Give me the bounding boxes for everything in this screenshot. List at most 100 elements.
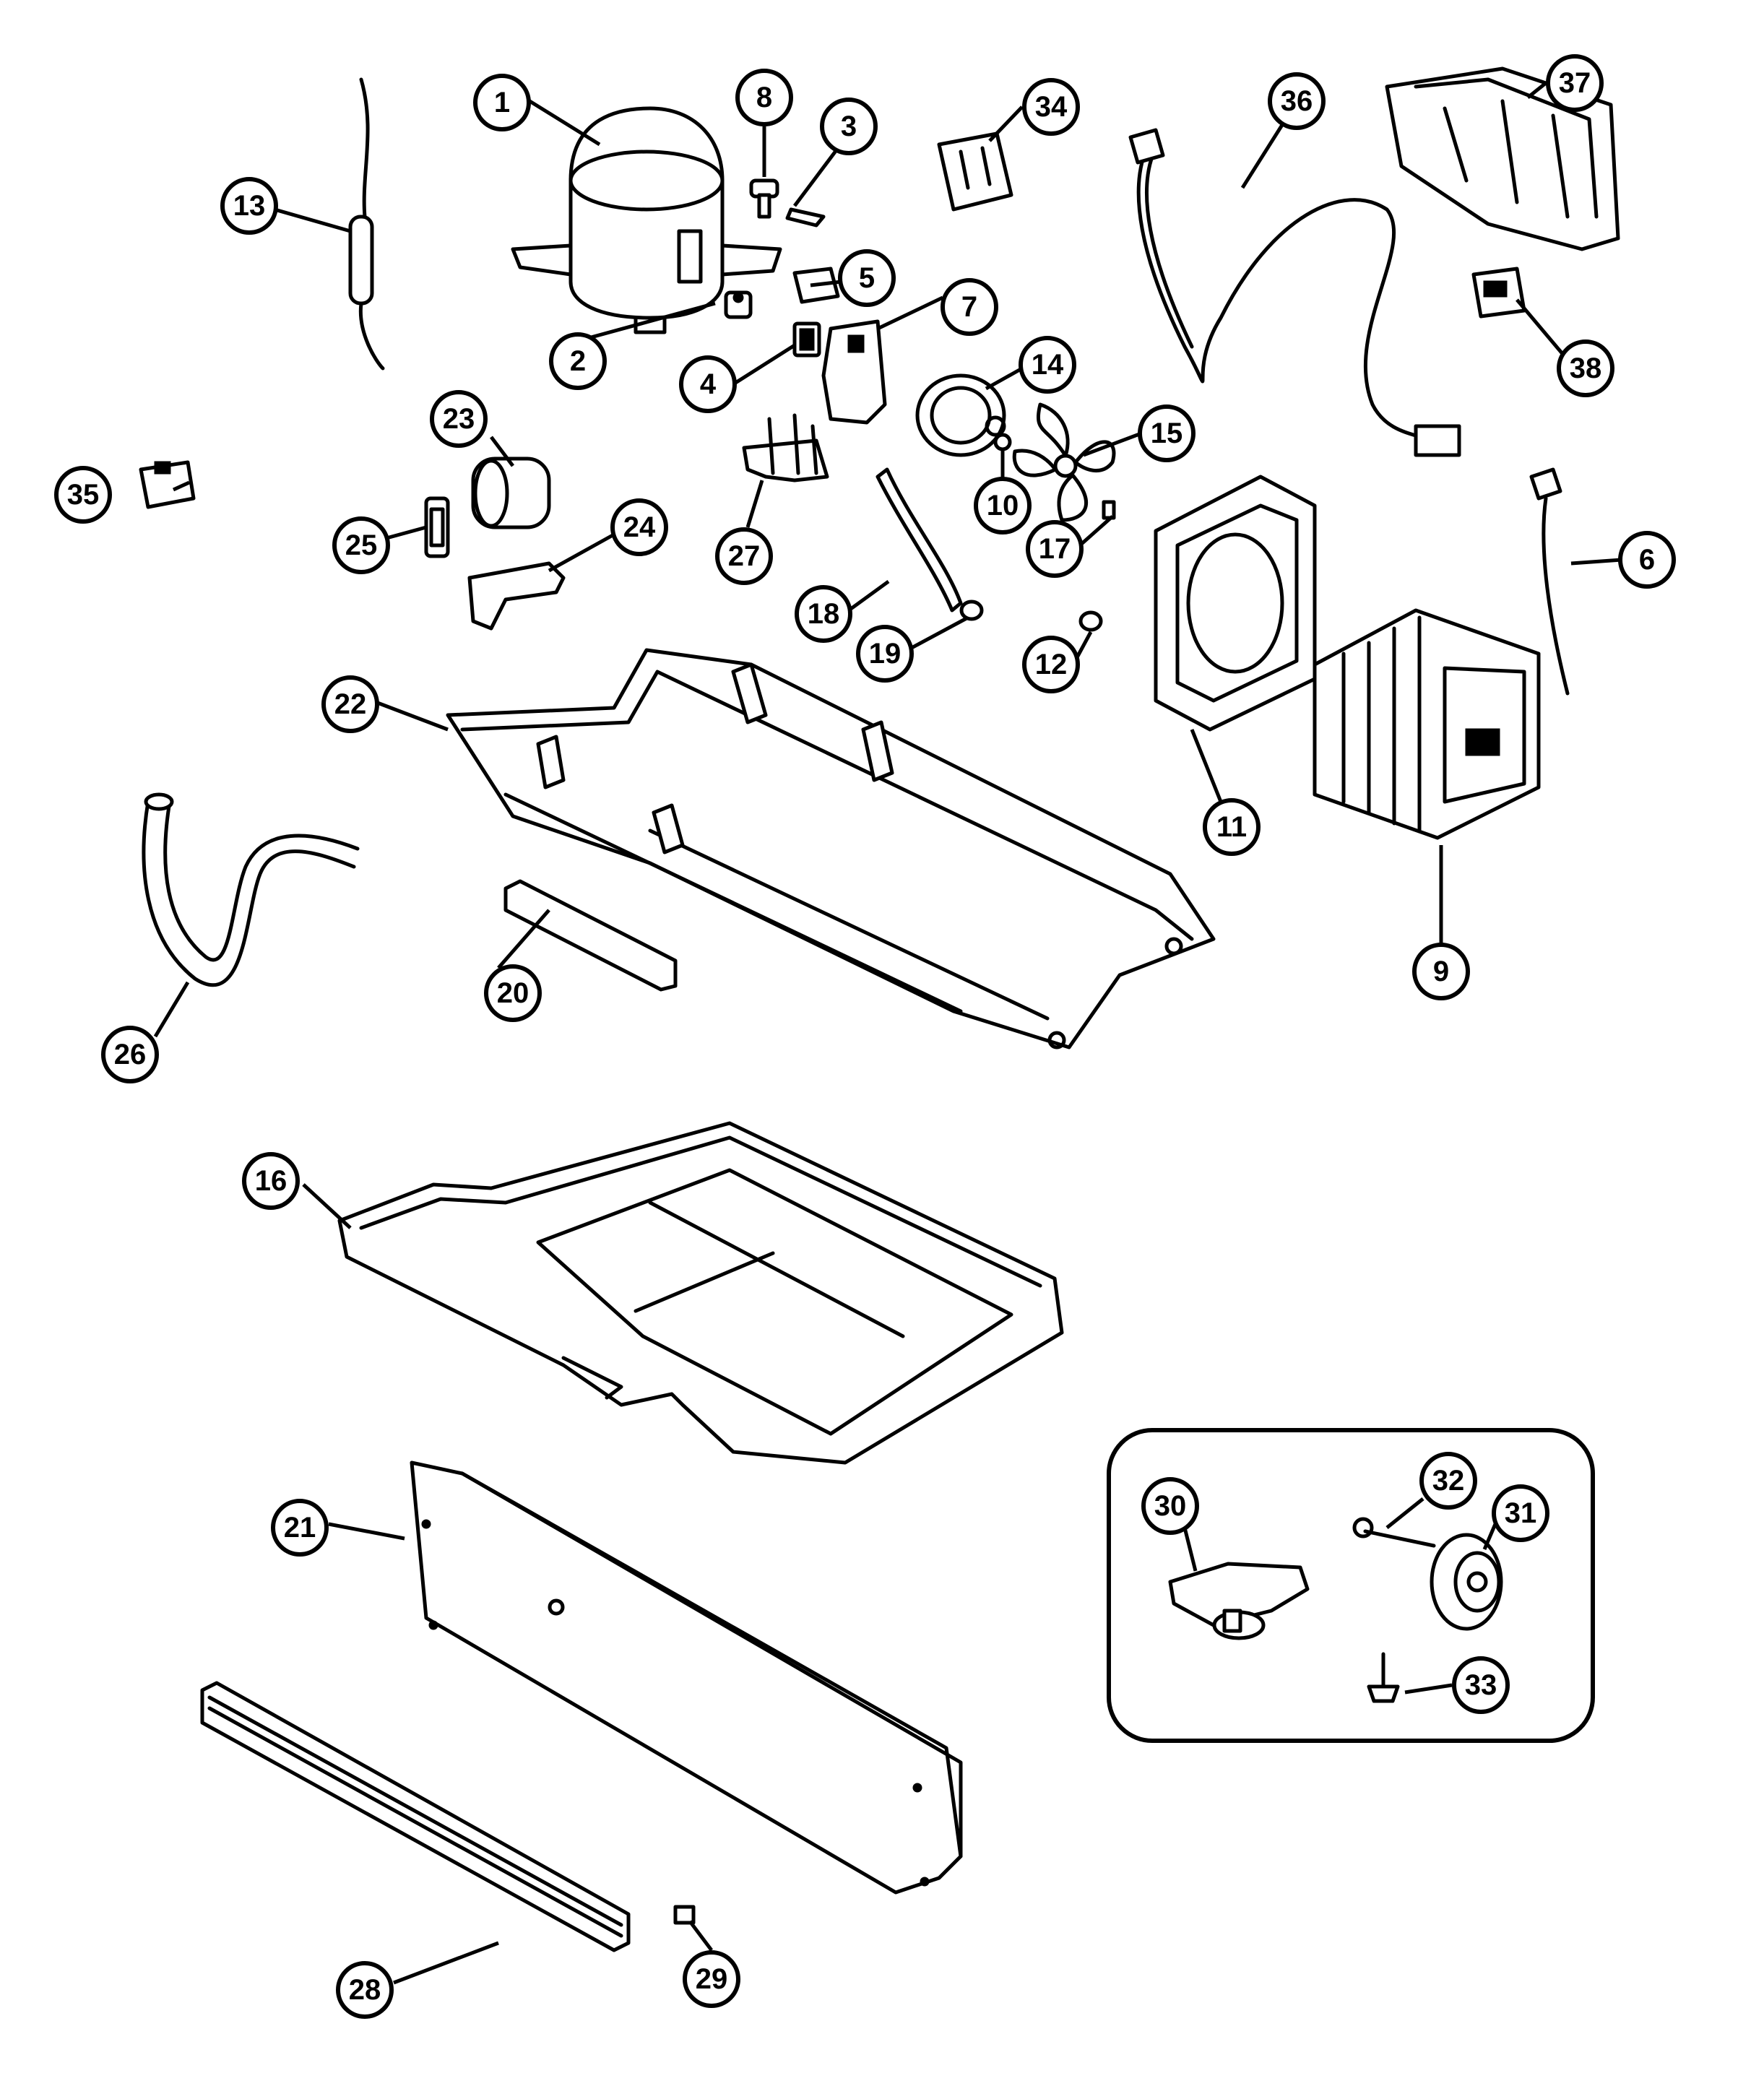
callout-30: 30	[1141, 1477, 1199, 1535]
part-38-switch	[1471, 267, 1526, 319]
part-20-rod	[503, 879, 678, 992]
svg-text:22: 22	[334, 688, 367, 720]
svg-text:16: 16	[255, 1165, 287, 1197]
svg-text:20: 20	[497, 977, 529, 1009]
svg-text:27: 27	[728, 540, 761, 572]
svg-text:31: 31	[1505, 1497, 1537, 1529]
part-18-bracket	[875, 467, 963, 613]
callout-10: 10	[974, 477, 1032, 535]
svg-text:28: 28	[349, 1974, 381, 2006]
part-33-leveling-leg	[1367, 1652, 1400, 1703]
inset-frame	[1107, 1428, 1595, 1743]
callout-21: 21	[271, 1499, 329, 1557]
svg-text:9: 9	[1433, 956, 1449, 987]
callout-9: 9	[1412, 943, 1470, 1000]
callout-6: 6	[1618, 531, 1676, 589]
svg-text:4: 4	[700, 368, 717, 400]
callout-5: 5	[838, 249, 896, 307]
part-28-grille	[200, 1681, 631, 1952]
part-16-drain-pan	[337, 1121, 1064, 1465]
callout-20: 20	[484, 964, 542, 1022]
part-13-drier	[348, 77, 385, 371]
part-8-screw	[749, 178, 779, 219]
svg-text:25: 25	[345, 529, 378, 561]
svg-text:13: 13	[233, 190, 266, 222]
callout-16: 16	[242, 1152, 300, 1210]
part-27-terminal	[742, 413, 829, 482]
part-35-switch	[139, 460, 196, 509]
part-36-power-cord	[1128, 128, 1461, 457]
part-7-start-relay	[821, 319, 887, 425]
svg-text:17: 17	[1039, 533, 1071, 565]
svg-text:14: 14	[1032, 349, 1064, 381]
svg-text:36: 36	[1281, 85, 1313, 117]
part-31-roller	[1430, 1533, 1503, 1631]
callout-13: 13	[220, 177, 278, 235]
callout-34: 34	[1022, 78, 1080, 136]
svg-text:6: 6	[1639, 544, 1655, 576]
callout-33: 33	[1452, 1656, 1510, 1714]
callout-29: 29	[683, 1950, 740, 2008]
part-6-power-cord	[1529, 467, 1570, 696]
callout-23: 23	[430, 390, 488, 448]
part-37-cover	[1385, 66, 1620, 251]
part-12-grommet	[1078, 610, 1103, 632]
part-3-clip	[785, 207, 826, 228]
callout-36: 36	[1268, 72, 1326, 130]
part-24-bracket	[467, 561, 566, 631]
callout-28: 28	[336, 1961, 394, 2019]
svg-text:7: 7	[961, 291, 977, 323]
part-14-fan-motor	[915, 373, 1006, 457]
svg-text:23: 23	[443, 403, 475, 435]
part-22-base-pan	[446, 648, 1216, 1050]
callout-2: 2	[549, 332, 607, 390]
part-30-roller-bracket	[1168, 1562, 1310, 1640]
callout-7: 7	[941, 278, 998, 336]
part-2-grommet	[724, 290, 753, 319]
callout-38: 38	[1557, 339, 1614, 397]
svg-text:38: 38	[1570, 352, 1602, 384]
svg-text:10: 10	[987, 490, 1019, 522]
callout-17: 17	[1026, 520, 1084, 578]
svg-text:1: 1	[494, 87, 510, 118]
callout-31: 31	[1492, 1484, 1549, 1542]
callout-8: 8	[735, 69, 793, 126]
callout-4: 4	[679, 355, 737, 413]
part-25-clip	[424, 496, 450, 558]
callout-27: 27	[715, 527, 773, 585]
svg-text:19: 19	[869, 638, 902, 670]
part-11-fan-shroud	[1154, 475, 1317, 732]
svg-text:32: 32	[1432, 1465, 1465, 1497]
callout-22: 22	[321, 675, 379, 733]
svg-text:26: 26	[114, 1039, 147, 1070]
part-32-axle	[1352, 1517, 1436, 1548]
svg-text:35: 35	[67, 479, 100, 511]
callout-12: 12	[1022, 636, 1080, 693]
callout-11: 11	[1203, 798, 1261, 856]
callout-25: 25	[332, 516, 390, 574]
callout-1: 1	[473, 74, 531, 131]
leader-lines	[153, 82, 1622, 1985]
part-34-relay-block	[937, 131, 1013, 212]
svg-text:21: 21	[284, 1512, 316, 1544]
svg-text:33: 33	[1465, 1669, 1497, 1701]
svg-text:3: 3	[841, 111, 857, 142]
svg-text:34: 34	[1035, 91, 1068, 123]
svg-text:12: 12	[1035, 649, 1068, 680]
part-17-clip	[1102, 500, 1116, 520]
part-21-toe-plate	[410, 1460, 963, 1895]
svg-text:8: 8	[756, 82, 772, 113]
part-10-nut	[993, 433, 1012, 451]
callouts: 1 2 3 4 5 6 7 8 9 10 11 12 13 14 15 16 1…	[54, 54, 1676, 2019]
callout-35: 35	[54, 466, 112, 524]
callout-15: 15	[1138, 404, 1196, 462]
part-23-capacitor	[471, 456, 551, 529]
svg-text:30: 30	[1154, 1490, 1187, 1522]
part-4-overload	[792, 321, 821, 358]
callout-3: 3	[820, 98, 878, 155]
callout-24: 24	[610, 498, 668, 556]
svg-text:5: 5	[859, 262, 875, 294]
part-29-clip	[673, 1905, 696, 1925]
svg-text:2: 2	[570, 345, 586, 377]
